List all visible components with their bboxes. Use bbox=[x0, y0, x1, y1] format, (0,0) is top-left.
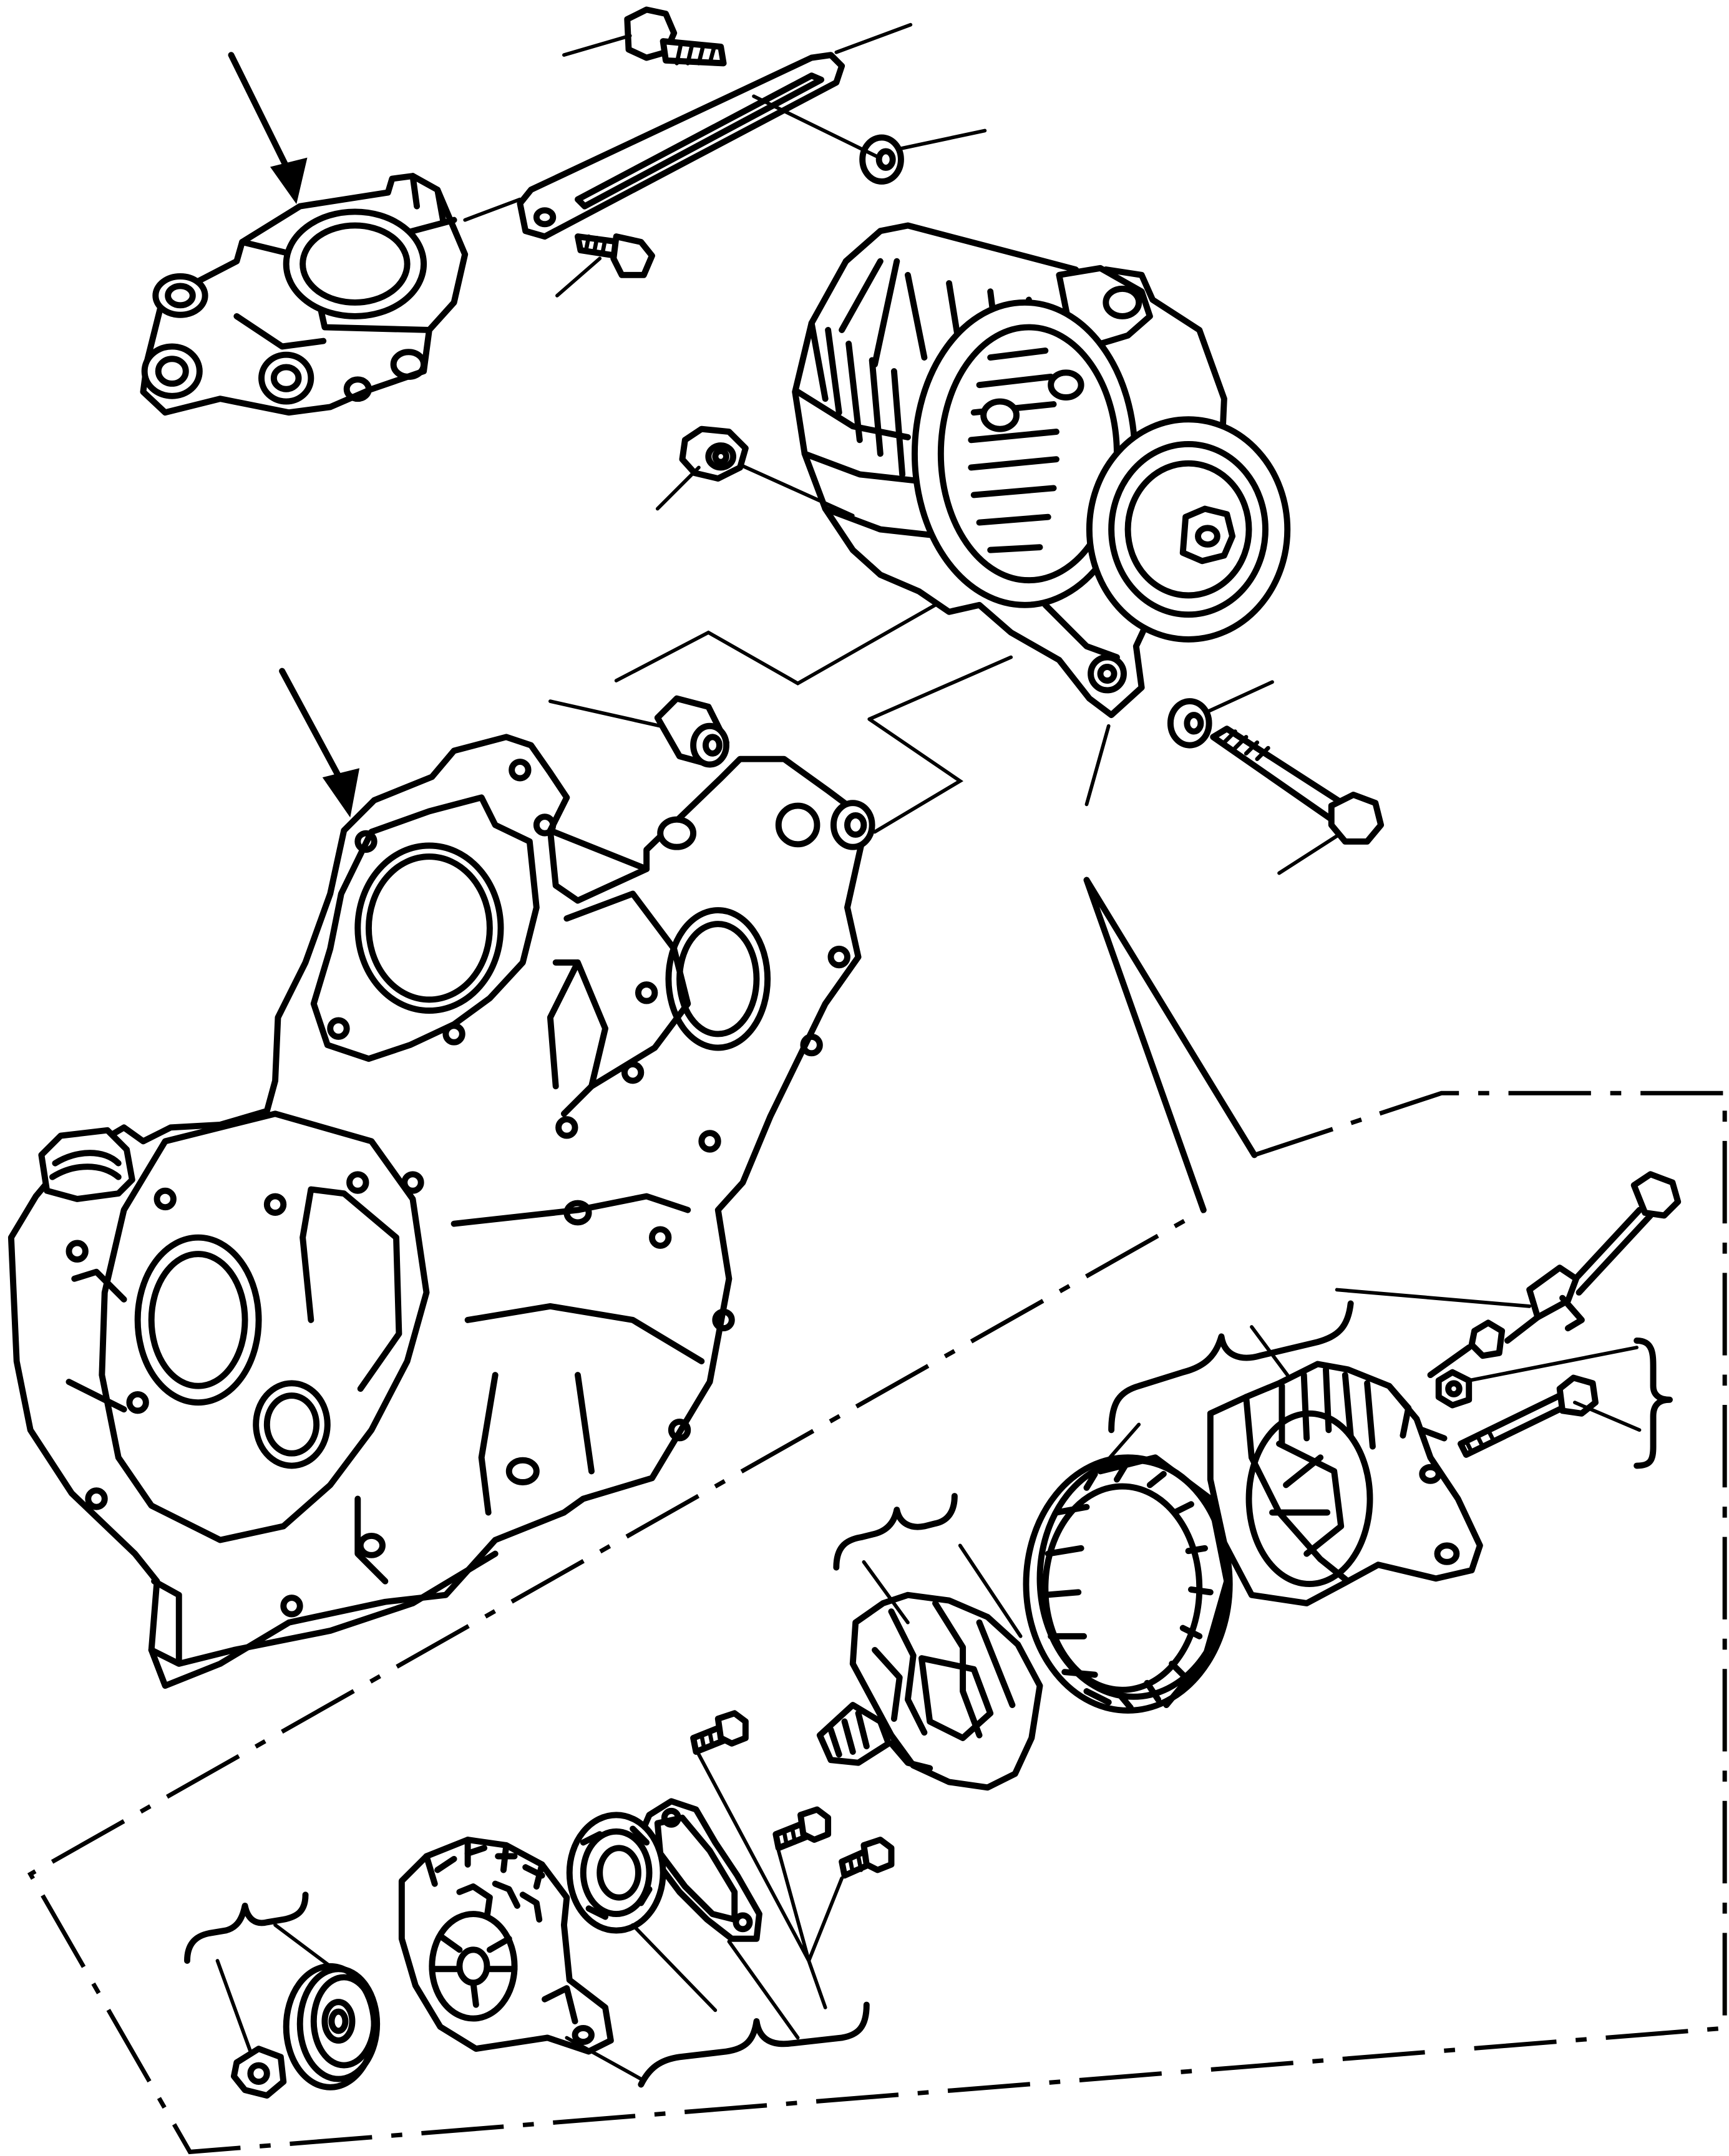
pivot-alignment-line bbox=[614, 603, 1013, 834]
nut-terminal-icon bbox=[1435, 1369, 1473, 1409]
detail-callout-lines bbox=[1083, 876, 1258, 1213]
water-pump-housing-icon bbox=[140, 173, 469, 416]
insulator-icon bbox=[1427, 1319, 1506, 1379]
bolt-bar-icon bbox=[574, 233, 655, 278]
leader-pivot-bolt bbox=[1277, 834, 1339, 875]
brace-rear-frame bbox=[1108, 1300, 1354, 1434]
leader-stator bbox=[1098, 1422, 1141, 1470]
gear-case-arrow bbox=[279, 668, 344, 784]
leader-front-bearing bbox=[631, 1923, 718, 2013]
water-pump-arrow bbox=[228, 52, 293, 175]
leader-pulley-nut bbox=[215, 1959, 253, 2054]
leader-bearing-retainer bbox=[727, 1940, 800, 2040]
pivot-bolt-icon bbox=[1210, 726, 1385, 845]
stator-icon bbox=[1023, 1454, 1233, 1714]
bushing-small-icon bbox=[679, 425, 749, 482]
pulley-icon bbox=[283, 1963, 381, 2090]
spacer-icon bbox=[654, 695, 729, 768]
leader-through-bolt bbox=[1573, 1401, 1642, 1432]
leader-rotor bbox=[862, 1560, 910, 1624]
brace-rotor bbox=[833, 1493, 958, 1571]
brace-pulley bbox=[184, 1891, 309, 1964]
screw-icon bbox=[690, 1710, 895, 1879]
leader-pulley bbox=[273, 1923, 333, 1968]
rotor-icon bbox=[816, 1591, 1043, 1791]
front-frame-icon bbox=[398, 1837, 614, 2055]
leader-front-frame bbox=[565, 2036, 643, 2081]
terminal-wire-icon bbox=[1504, 1171, 1682, 1344]
detail-boundary-dashed bbox=[27, 1090, 1727, 2155]
pulley-nut-icon bbox=[230, 2046, 287, 2099]
leader-spacer bbox=[548, 699, 663, 728]
leader-adjusting-bar bbox=[834, 22, 913, 54]
through-bolt-icon bbox=[1458, 1374, 1599, 1458]
washer-pivot-icon bbox=[1167, 698, 1212, 749]
rear-frame-icon bbox=[1207, 1361, 1483, 1606]
adjusting-bar-icon bbox=[517, 52, 845, 240]
leader-terminal-wire bbox=[1335, 1288, 1532, 1308]
washer-top-icon bbox=[859, 134, 904, 185]
leader-nut-terminal bbox=[1467, 1346, 1639, 1382]
leader-screws bbox=[697, 1752, 844, 2009]
brace-bolts bbox=[1634, 1338, 1673, 1469]
leader-washer-top bbox=[899, 129, 987, 150]
leader-bushing-small bbox=[655, 465, 701, 511]
leader-bolt-bar bbox=[555, 256, 602, 298]
brace-front-assembly bbox=[638, 2001, 870, 2088]
gear-case-icon bbox=[7, 734, 875, 1689]
bolt-top-icon bbox=[624, 6, 727, 67]
leader-bolt-top bbox=[562, 34, 632, 57]
leader-washer-pivot bbox=[1204, 680, 1274, 714]
alternator-icon bbox=[792, 222, 1291, 719]
ball-bearing-icon bbox=[566, 1812, 666, 1934]
